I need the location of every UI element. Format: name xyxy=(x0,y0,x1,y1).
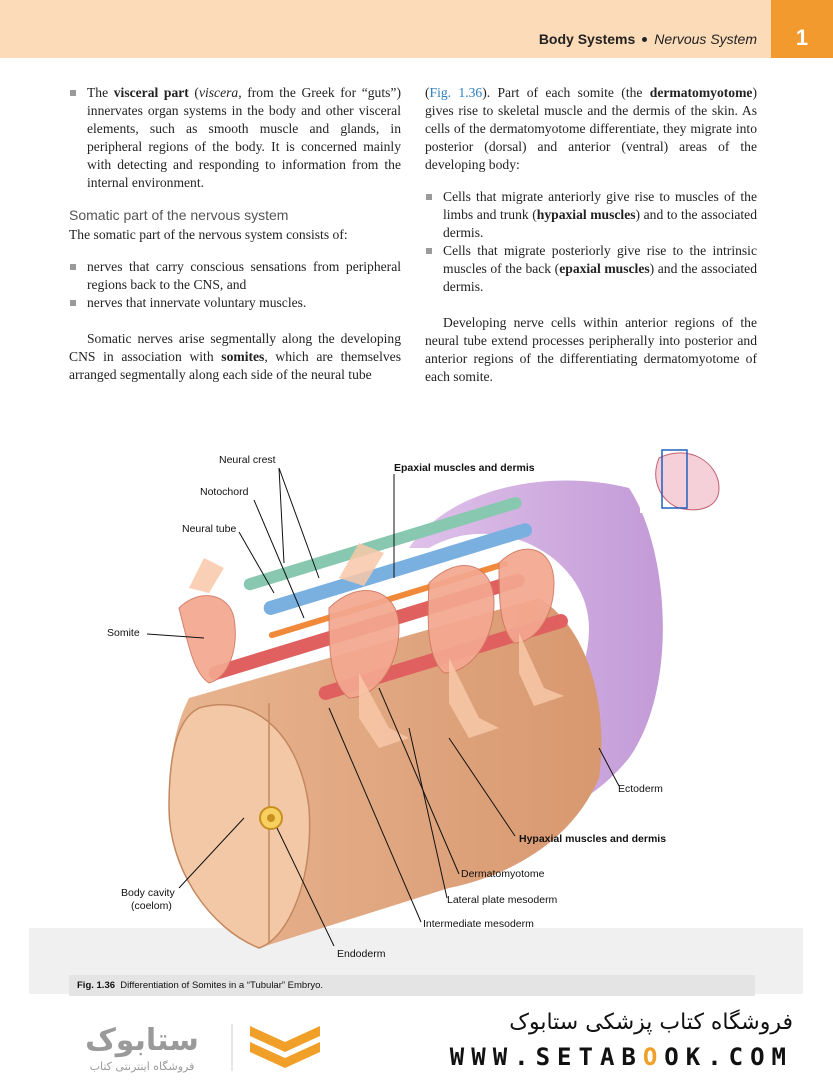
intermediate-leader xyxy=(328,707,422,923)
figure-link[interactable]: Fig. 1.36 xyxy=(429,85,483,100)
label-coelom: (coelom) xyxy=(131,900,172,912)
store-name: فروشگاه کتاب پزشکی ستابوک xyxy=(509,1010,793,1035)
hypaxial-leader xyxy=(448,737,516,837)
logo-graphic: ستابوک فروشگاه اینترنتی کتاب xyxy=(85,1023,320,1073)
lateral-plate-leader xyxy=(408,727,448,899)
label-lateral-plate: Lateral plate mesoderm xyxy=(447,894,558,906)
arrow xyxy=(189,558,224,593)
right-paragraph-1: (Fig. 1.36). Part of each somite (the de… xyxy=(425,85,757,172)
right-column: (Fig. 1.36). Part of each somite (the de… xyxy=(425,84,757,386)
left-column: The visceral part (viscera, from the Gre… xyxy=(69,84,401,384)
label-intermediate: Intermediate mesoderm xyxy=(423,918,534,930)
dermatomyotome-term: dermatomyotome xyxy=(649,85,753,100)
gut-lumen xyxy=(267,814,275,822)
neural-crest-leader xyxy=(278,467,320,579)
notochord-leader xyxy=(253,499,305,619)
setabook-logo[interactable]: ستابوک فروشگاه اینترنتی کتاب xyxy=(62,1016,332,1081)
label-ectoderm: Ectoderm xyxy=(618,783,663,795)
label-neural-crest: Neural crest xyxy=(219,454,276,466)
label-hypaxial: Hypaxial muscles and dermis xyxy=(519,833,667,845)
somite xyxy=(178,595,236,684)
figure-1-36: Neural crest Notochord Neural tube Somit… xyxy=(29,428,803,994)
label-epaxial: Epaxial muscles and dermis xyxy=(394,462,535,474)
body-cross-section xyxy=(168,703,311,949)
migration-arrows xyxy=(189,543,564,748)
arrow xyxy=(449,658,499,738)
list-item: nerves that carry conscious sensations f… xyxy=(69,258,401,294)
epaxial-term: epaxial muscles xyxy=(559,261,650,276)
neural-crest-rod xyxy=(243,496,522,591)
chapter-tab: 1 xyxy=(771,0,833,58)
dermatomyotome-leader xyxy=(378,687,460,875)
somite xyxy=(498,548,555,644)
figure-caption: Fig. 1.36 Differentiation of Somites in … xyxy=(69,975,755,996)
label-somite: Somite xyxy=(107,627,140,639)
visceral-bullet: The visceral part (viscera, from the Gre… xyxy=(69,84,401,192)
separator-dot xyxy=(642,36,648,42)
list-item: nerves that innervate voluntary muscles. xyxy=(69,294,401,312)
somites xyxy=(178,548,555,699)
embryo-illustration xyxy=(29,449,803,994)
somatic-paragraph: Somatic nerves arise segmentally along t… xyxy=(69,331,401,382)
somite xyxy=(328,590,400,699)
inset-highlight-box xyxy=(661,449,688,509)
leader-lines xyxy=(146,467,620,947)
label-endoderm: Endoderm xyxy=(337,948,386,960)
subsection-title: Nervous System xyxy=(654,31,757,47)
caption-text: Differentiation of Somites in a “Tubular… xyxy=(120,980,324,991)
label-body-cavity: Body cavity xyxy=(121,887,175,899)
neural-tube-rod xyxy=(263,523,533,615)
store-url[interactable]: WWW.SETABOOK.COM xyxy=(449,1043,793,1071)
label-notochord: Notochord xyxy=(200,486,249,498)
ectoderm-leader xyxy=(598,747,620,787)
logo-chevrons-icon xyxy=(250,1026,320,1068)
arrow xyxy=(359,673,409,748)
page-header: Body Systems Nervous System xyxy=(0,0,833,58)
caption-number: Fig. 1.36 xyxy=(77,980,116,991)
logo-wordmark: ستابوک xyxy=(85,1023,199,1058)
neural-tube-leader xyxy=(238,531,275,594)
list-item: Cells that migrate posteriorly give rise… xyxy=(425,242,757,296)
logo-subtitle: فروشگاه اینترنتی کتاب xyxy=(90,1060,195,1073)
running-title: Body Systems Nervous System xyxy=(539,31,757,47)
hypaxial-term: hypaxial muscles xyxy=(536,207,636,222)
right-paragraph-2: Developing nerve cells within anterior r… xyxy=(425,315,757,384)
label-neural-tube: Neural tube xyxy=(182,523,237,535)
somite xyxy=(427,565,495,674)
label-dermatomyotome: Dermatomyotome xyxy=(461,868,545,880)
endoderm-leader xyxy=(276,827,335,947)
somites-term: somites xyxy=(221,349,265,364)
arrow xyxy=(339,543,384,586)
somite-leader xyxy=(146,633,205,639)
arrow xyxy=(519,633,564,706)
store-banner: فروشگاه کتاب پزشکی ستابوک WWW.SETABOOK.C… xyxy=(450,1010,793,1071)
list-item: Cells that migrate anteriorly give rise … xyxy=(425,188,757,242)
section-title: Body Systems xyxy=(538,31,636,47)
body-cavity-leader xyxy=(178,817,245,889)
section-heading: Somatic part of the nervous system xyxy=(69,207,289,223)
visceral-term: visceral part xyxy=(113,85,189,100)
intro-text: The somatic part of the nervous system c… xyxy=(69,227,348,242)
